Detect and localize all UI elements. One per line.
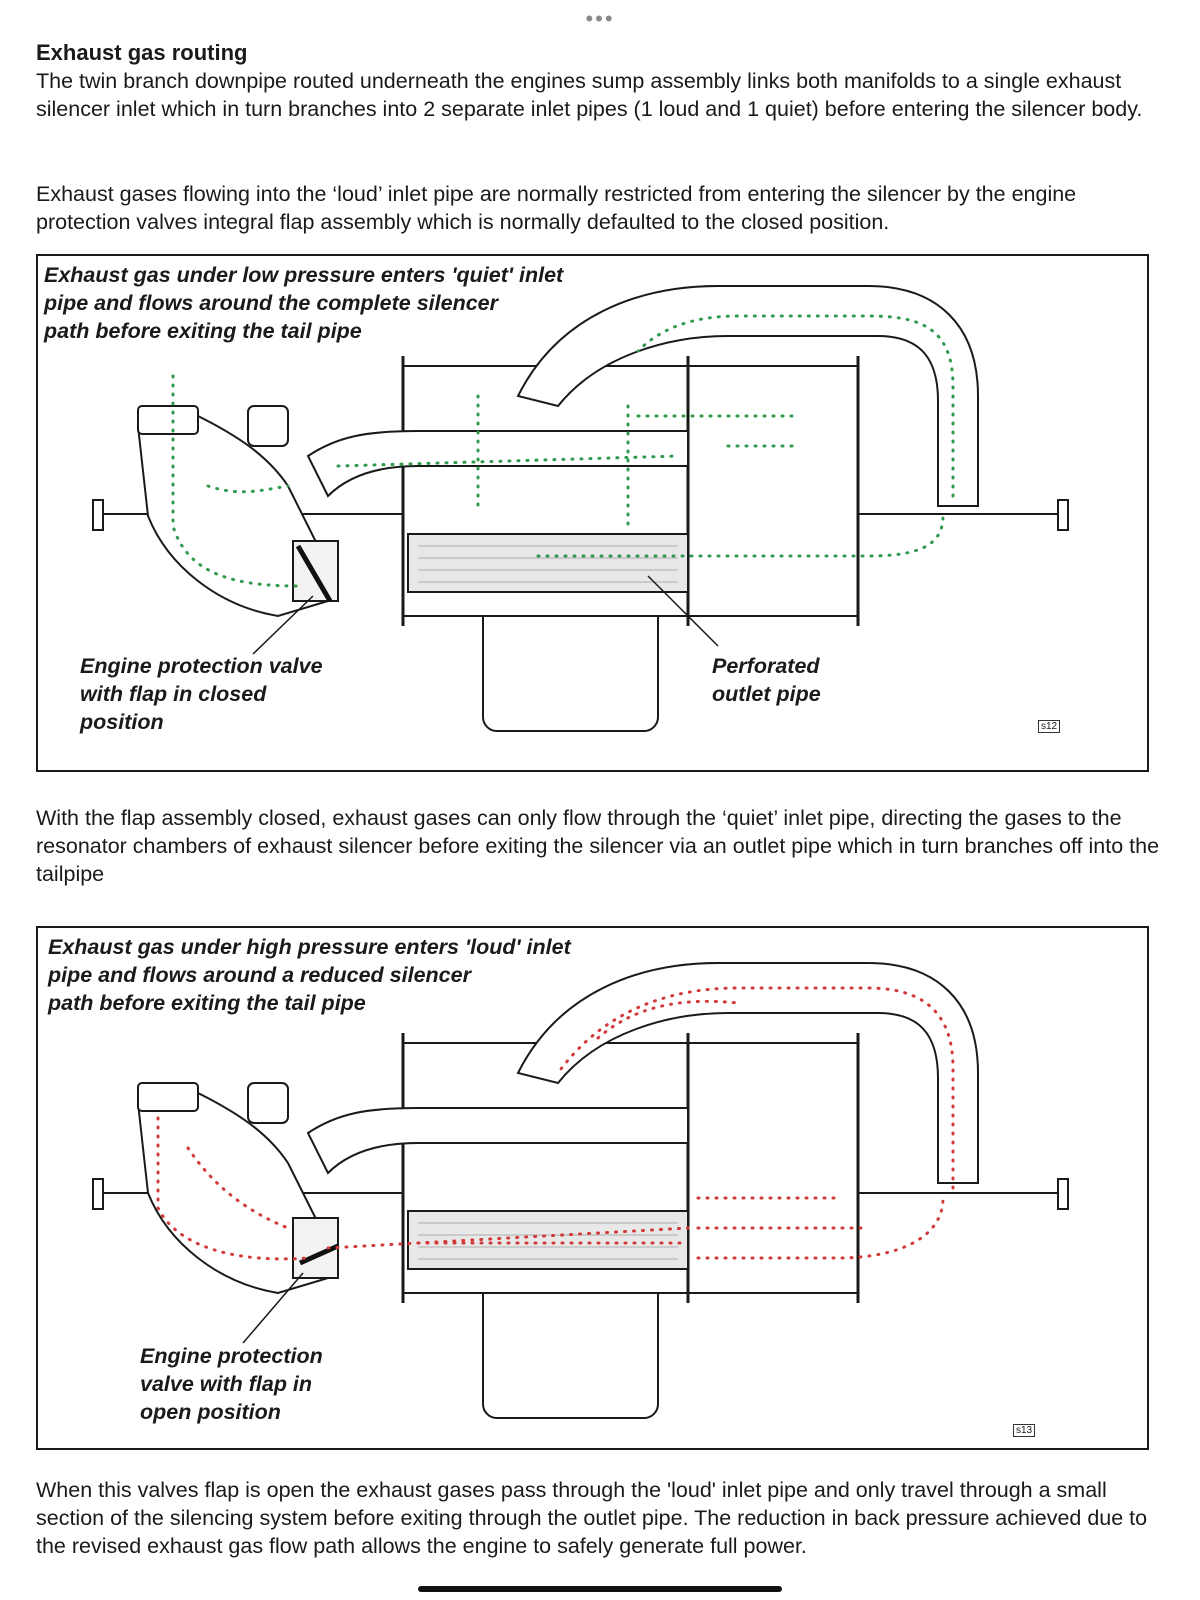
fig2-valve-label-line-3: open position [140,1400,281,1424]
paragraph-flap-open: When this valves flap is open the exhaus… [36,1478,1148,1558]
fig1-valve-label: Engine protection valve with flap in clo… [80,652,323,736]
page-indicator-dots: ••• [585,6,615,31]
paragraph-flap-closed: With the flap assembly closed, exhaust g… [36,806,1160,886]
fig1-valve-label-line-3: position [80,710,164,734]
fig1-caption-line-2: pipe and flows around the complete silen… [43,291,500,315]
svg-text:path before exiting the tail p: path before exiting the tail pipe [43,319,362,343]
svg-text:path before exiting the tail p: path before exiting the tail pipe [47,991,366,1015]
fig2-caption-line-2: pipe and flows around a reduced silencer [47,963,473,987]
fig2-caption-line-3: path before exiting the tail pipe [47,991,366,1015]
fig1-pipe-label-line-1: Perforated [712,654,820,678]
svg-text:pipe and flows around a reduce: pipe and flows around a reduced silencer [47,963,473,987]
fig1-valve-label-line-1: Engine protection valve [80,654,323,678]
svg-text:Exhaust gas under low pressure: Exhaust gas under low pressure enters 'q… [44,263,564,287]
svg-text:Exhaust gas under high pressur: Exhaust gas under high pressure enters '… [48,935,572,959]
fig1-id-tag: s12 [1038,720,1061,733]
fig1-caption-line-3: path before exiting the tail pipe [43,319,362,343]
fig1-caption-line-1: Exhaust gas under low pressure enters 'q… [44,263,564,287]
fig2-valve-label-line-1: Engine protection [140,1344,323,1368]
silencer-drawing-closed: Exhaust gas under low pressure enters 'q… [43,263,1069,732]
fig2-valve-label: Engine protection valve with flap in ope… [140,1342,323,1426]
home-indicator-bar[interactable] [418,1586,782,1592]
fig1-pipe-label-line-2: outlet pipe [712,682,821,706]
fig2-caption-line-1: Exhaust gas under high pressure enters '… [48,935,572,959]
svg-text:pipe and flows around the comp: pipe and flows around the complete silen… [43,291,500,315]
paragraph-downpipe: The twin branch downpipe routed undernea… [36,69,1143,121]
diagram-flap-closed: Exhaust gas under low pressure enters 'q… [36,254,1149,772]
section-heading: Exhaust gas routing [36,40,248,65]
paragraph-loud-inlet: Exhaust gases flowing into the ‘loud’ in… [36,182,1077,234]
fig2-valve-label-line-2: valve with flap in [140,1372,313,1396]
fig1-pipe-label: Perforated outlet pipe [712,652,821,708]
diagram-flap-open: Exhaust gas under high pressure enters '… [36,926,1149,1450]
fig2-id-tag: s13 [1013,1424,1036,1437]
silencer-drawing-open: Exhaust gas under high pressure enters '… [47,935,1069,1419]
fig1-valve-label-line-2: with flap in closed [80,682,267,706]
